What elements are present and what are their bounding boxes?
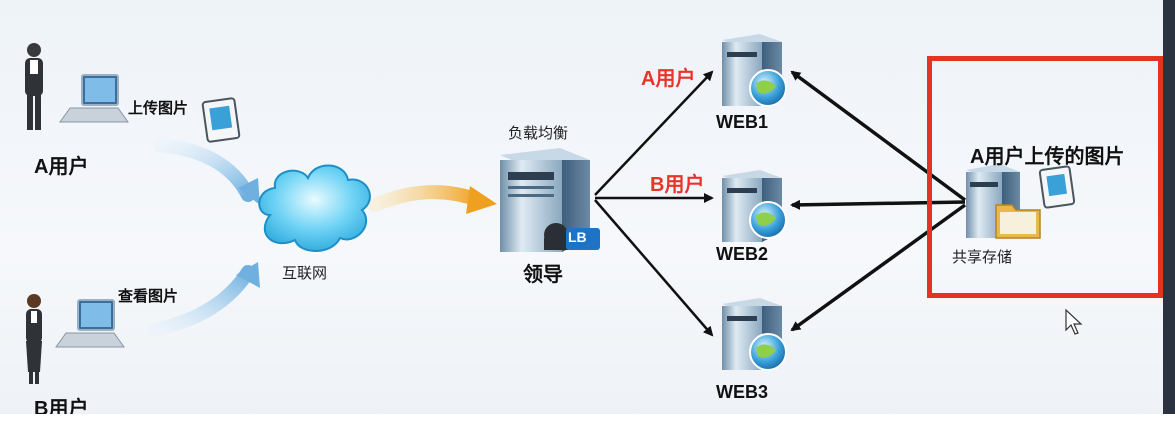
web1-server-icon [722,34,787,107]
user-a-person-icon [25,43,43,130]
load-balancer-label: 领导 [523,264,563,286]
mouse-cursor-icon [1065,308,1083,335]
load-balancer-title: 负载均衡 [508,124,569,142]
lb-to-web-connectors [594,70,714,337]
web1-user-tag: A用户 [641,68,696,90]
internet-label: 互联网 [282,264,328,282]
upload-flow-arrow [153,138,260,205]
user-b-person-icon [26,294,42,384]
user-a-laptop-icon [59,74,129,123]
stored-picture-icon [1038,165,1076,209]
web3-label: WEB3 [716,382,769,402]
window-right-edge [1163,0,1175,421]
view-flow-arrow [148,262,260,337]
storage-to-web-connectors [790,70,967,332]
lb-badge: LB [568,229,587,245]
web2-server-icon [722,170,787,242]
web3-server-icon [722,298,787,371]
internet-cloud-icon [258,164,371,252]
shared-storage-highlight [927,56,1163,298]
shared-storage-title: A用户上传的图片 [970,146,1125,168]
user-b-laptop-icon [55,299,125,348]
web1-label: WEB1 [716,112,769,132]
load-balancer-server-icon [500,148,600,252]
bottom-strip [0,414,1175,421]
web2-label: WEB2 [716,244,769,264]
web2-user-tag: B用户 [650,174,705,196]
internet-to-lb-arrow [368,185,497,214]
upload-picture-label: 上传图片 [128,100,189,117]
shared-storage-label: 共享存储 [952,248,1013,266]
user-a-label: A用户 [34,156,89,178]
folder-icon [995,204,1041,239]
view-picture-label: 查看图片 [118,288,179,305]
upload-picture-icon [201,97,241,143]
